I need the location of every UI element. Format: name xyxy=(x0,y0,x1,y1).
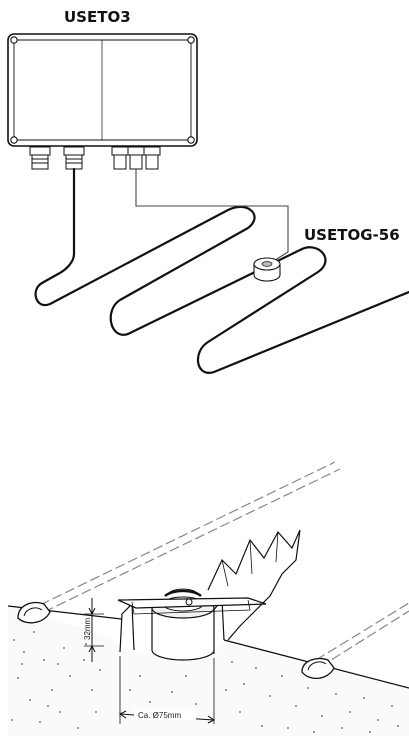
controller-label: USETO3 xyxy=(64,8,131,26)
sensor-puck-icon xyxy=(253,257,281,282)
bar-hole-icon xyxy=(185,598,193,606)
heating-cable xyxy=(34,167,409,374)
depth-dimension-label: 32mm xyxy=(83,617,92,640)
screw-icon xyxy=(187,136,195,144)
installation-cross-section: 32mm Ca. Ø75mm xyxy=(7,461,409,736)
controller-box xyxy=(7,33,198,147)
diameter-dimension-label: Ca. Ø75mm xyxy=(138,711,181,720)
screw-icon xyxy=(187,36,195,44)
sensor-cable xyxy=(135,169,289,263)
screw-icon xyxy=(10,136,18,144)
cable-glands xyxy=(29,146,161,170)
sensor-label: USETOG-56 xyxy=(304,226,400,244)
screw-icon xyxy=(10,36,18,44)
